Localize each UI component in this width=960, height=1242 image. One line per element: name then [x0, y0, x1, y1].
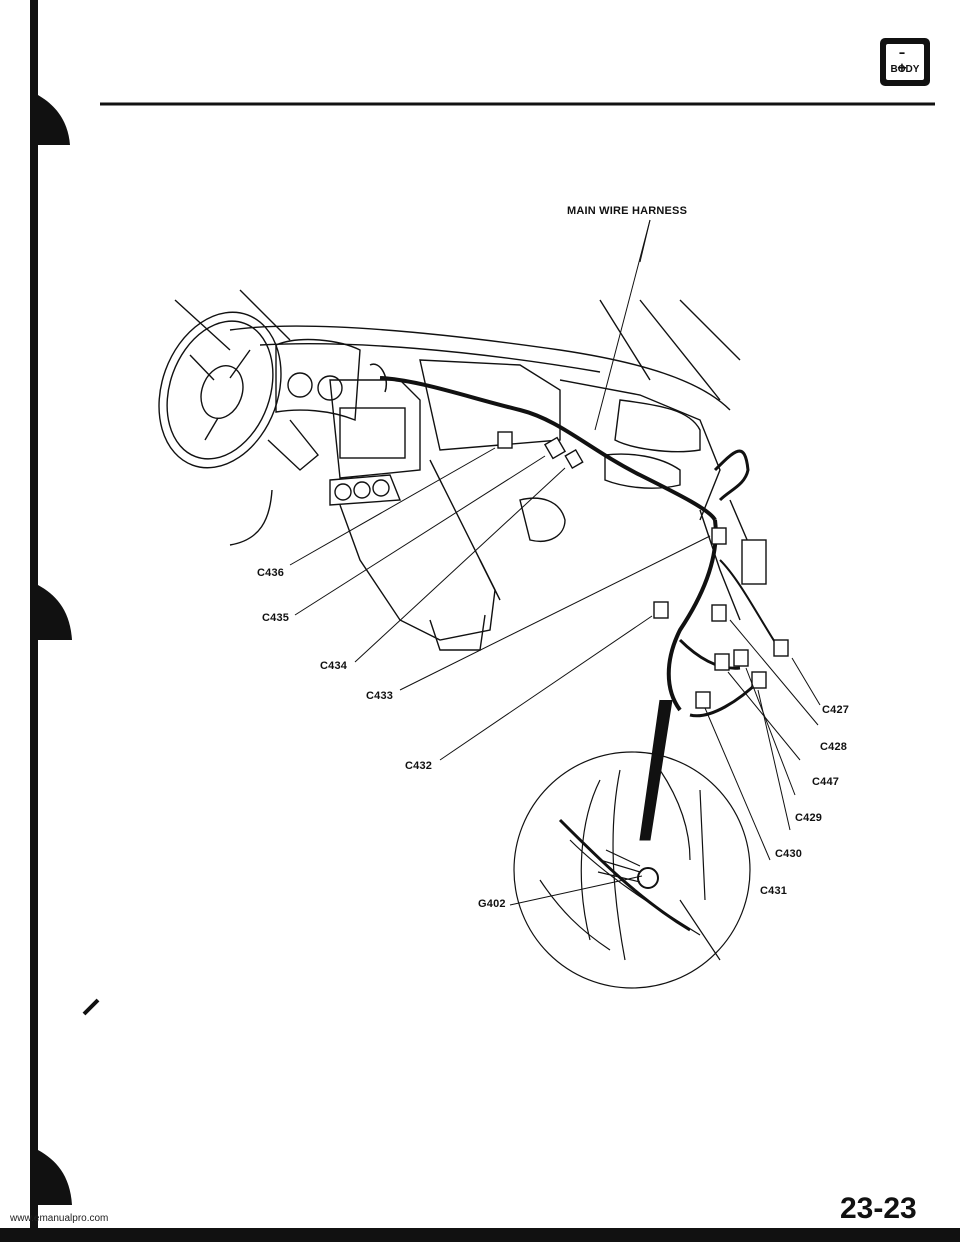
leader-lines — [289, 219, 821, 861]
connector-label-c447: C447 — [812, 776, 840, 788]
connector-label-c431: C431 — [760, 885, 788, 897]
inset-circle — [513, 751, 751, 989]
connector-label-c433: C433 — [366, 690, 394, 702]
connector-label-c434: C434 — [320, 660, 348, 672]
connector-label-c436: C436 — [257, 567, 285, 579]
ground-inset — [509, 751, 751, 989]
battery-icon: – + BODY — [886, 44, 924, 80]
footer-url: www.emanualpro.com — [10, 1213, 109, 1224]
dashboard-outline — [158, 289, 761, 651]
badge-signs: – + — [896, 46, 914, 76]
ground-label-g402: G402 — [478, 898, 506, 910]
connector-label-c430: C430 — [775, 848, 803, 860]
steering-wheel — [158, 311, 282, 469]
connector-label-c432: C432 — [405, 760, 433, 772]
connector-label-c427: C427 — [822, 704, 850, 716]
connectors — [497, 431, 789, 709]
page-number: 23-23 — [840, 1192, 917, 1225]
connector-label-c429: C429 — [795, 812, 823, 824]
main-wire-harness-label: MAIN WIRE HARNESS — [567, 205, 688, 217]
body-section-badge: – + BODY — [880, 38, 930, 86]
harness-leader-line — [639, 219, 651, 263]
badge-label: BODY — [890, 64, 920, 75]
harness — [369, 363, 781, 841]
main-harness-cable — [379, 376, 717, 522]
connector-label-c428: C428 — [820, 741, 848, 753]
edge-mark — [82, 998, 100, 1016]
connector-label-c435: C435 — [262, 612, 290, 624]
